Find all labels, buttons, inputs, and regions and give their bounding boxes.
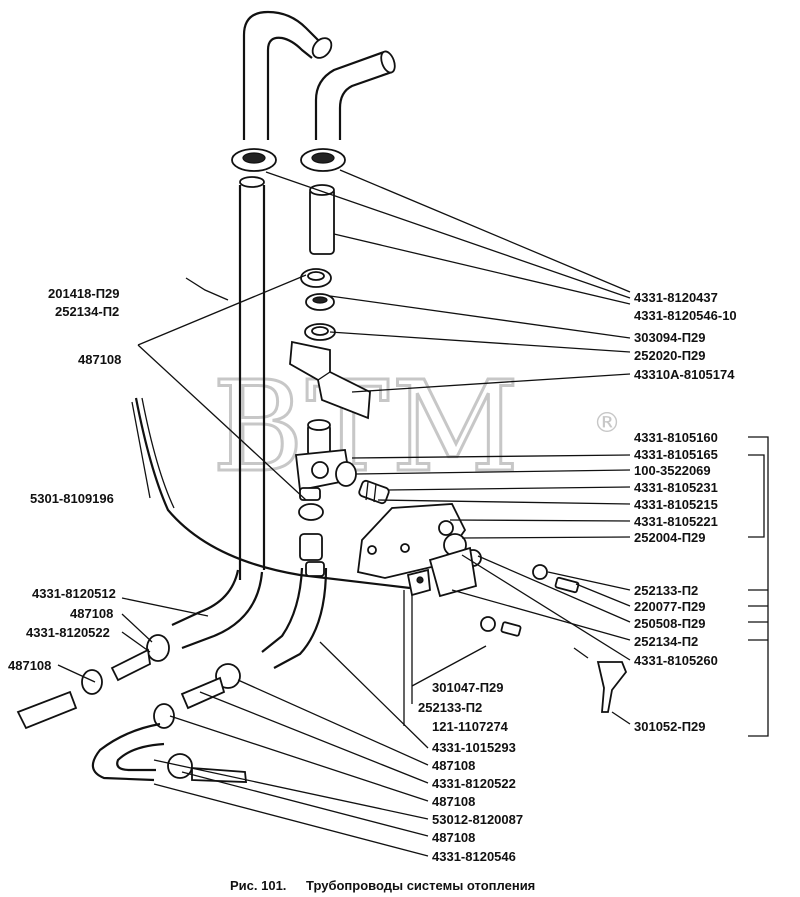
label-4331-8120437: 4331-8120437 bbox=[634, 290, 718, 305]
watermark-text: BTM bbox=[212, 355, 521, 500]
fitting bbox=[358, 479, 390, 505]
label-252133-p2-right: 252133-П2 bbox=[634, 583, 698, 598]
label-4331-8120522-bottom: 4331-8120522 bbox=[432, 776, 516, 791]
label-487108-e: 487108 bbox=[432, 830, 475, 845]
label-201418-p29: 201418-П29 bbox=[48, 286, 120, 301]
right-upper-hose bbox=[309, 50, 396, 255]
label-487108-b: 487108 bbox=[8, 658, 51, 673]
label-4331-8120546-10: 4331-8120546-10 bbox=[634, 308, 737, 323]
watermark-registered-mark: ® bbox=[593, 406, 621, 439]
lower-hoses bbox=[171, 503, 328, 669]
label-487108-a: 487108 bbox=[70, 606, 113, 621]
label-4331-1015293: 4331-1015293 bbox=[432, 740, 516, 755]
clamps-and-washers bbox=[300, 268, 336, 341]
label-487108-c: 487108 bbox=[432, 758, 475, 773]
label-4331-8105165: 4331-8105165 bbox=[634, 447, 718, 462]
label-121-1107274: 121-1107274 bbox=[432, 719, 509, 734]
label-301047-p29: 301047-П29 bbox=[432, 680, 504, 695]
grommets bbox=[231, 148, 346, 172]
label-4331-8105221: 4331-8105221 bbox=[634, 514, 718, 529]
label-4331-8120546: 4331-8120546 bbox=[432, 849, 516, 864]
label-252020-p29: 252020-П29 bbox=[634, 348, 706, 363]
figure-title: Трубопроводы системы отопления bbox=[306, 878, 535, 893]
label-4331-8105231: 4331-8105231 bbox=[634, 480, 718, 495]
label-252133-p2-bottom: 252133-П2 bbox=[418, 700, 482, 715]
label-303094-p29: 303094-П29 bbox=[634, 330, 706, 345]
lower-clamps-and-tubes bbox=[16, 634, 247, 783]
control-cable bbox=[134, 397, 411, 590]
label-301052-p29: 301052-П29 bbox=[634, 719, 706, 734]
label-250508-p29: 250508-П29 bbox=[634, 616, 706, 631]
label-252004-p29: 252004-П29 bbox=[634, 530, 706, 545]
label-4331-8120522-left: 4331-8120522 bbox=[26, 625, 110, 640]
small-bolts-right bbox=[480, 564, 628, 713]
valve-bracket bbox=[289, 340, 371, 420]
label-4331-8105215: 4331-8105215 bbox=[634, 497, 718, 512]
cable-clip bbox=[406, 568, 431, 597]
label-220077-p29: 220077-П29 bbox=[634, 599, 706, 614]
label-4331-8120512: 4331-8120512 bbox=[32, 586, 116, 601]
label-252134-p2-left: 252134-П2 bbox=[55, 304, 119, 319]
figure-caption: Рис. 101. Трубопроводы системы отопления bbox=[230, 878, 535, 893]
lever-arm bbox=[428, 533, 482, 598]
label-487108-top: 487108 bbox=[78, 352, 121, 367]
label-5301-8109196: 5301-8109196 bbox=[30, 491, 114, 506]
label-4331-8105160: 4331-8105160 bbox=[634, 430, 718, 445]
lower-u-hose bbox=[91, 722, 165, 782]
label-4331-8105260: 4331-8105260 bbox=[634, 653, 718, 668]
figure-number: Рис. 101. bbox=[230, 878, 286, 893]
leader-lines bbox=[57, 169, 769, 857]
label-43310a-8105174: 43310А-8105174 bbox=[634, 367, 735, 382]
label-487108-d: 487108 bbox=[432, 794, 475, 809]
label-53012-8120087: 53012-8120087 bbox=[432, 812, 523, 827]
left-vertical-hose bbox=[238, 10, 333, 580]
heater-valve bbox=[295, 419, 357, 501]
part-labels: 4331-8120437 4331-8120546-10 303094-П29 … bbox=[8, 286, 737, 864]
btm-watermark: BTM ® bbox=[211, 354, 622, 502]
label-252134-p2-right: 252134-П2 bbox=[634, 634, 698, 649]
label-100-3522069: 100-3522069 bbox=[634, 463, 711, 478]
